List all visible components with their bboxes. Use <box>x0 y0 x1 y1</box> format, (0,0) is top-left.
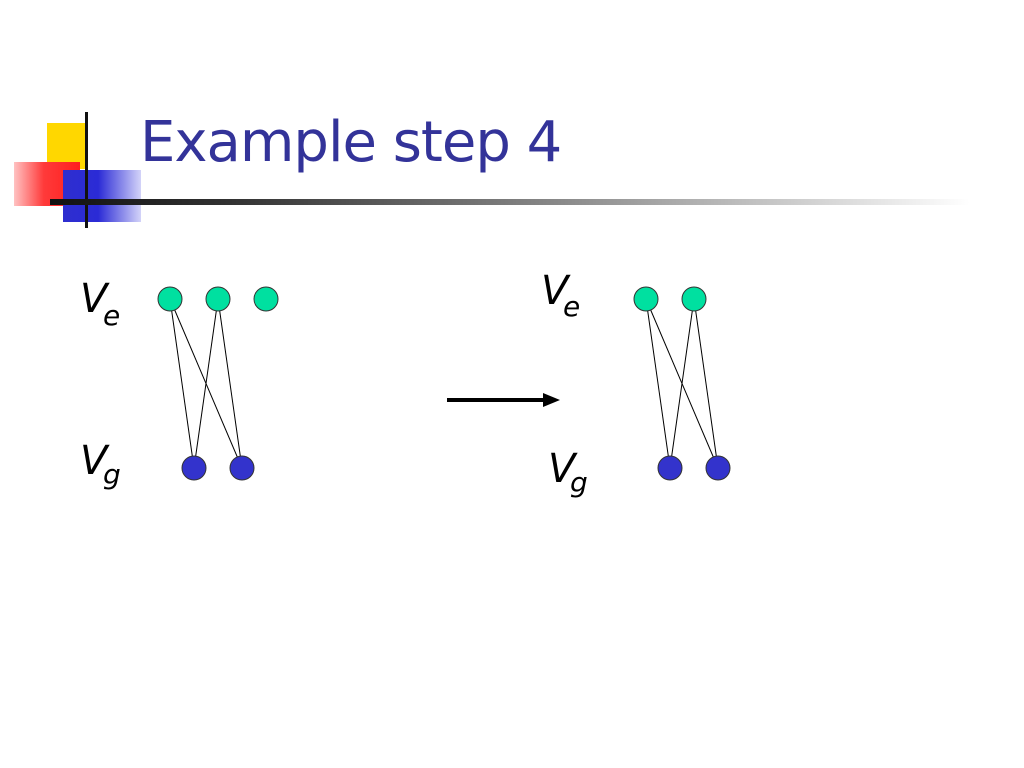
vg-node <box>657 455 683 481</box>
left-vg-subscript: g <box>103 458 121 491</box>
left-vg-label: V <box>80 438 110 484</box>
left-ve-nodes <box>157 286 279 312</box>
ve-node <box>253 286 279 312</box>
right-ve-subscript: e <box>563 290 580 323</box>
vg-node <box>705 455 731 481</box>
slide-title: Example step 4 <box>140 110 562 175</box>
edge <box>217 298 243 469</box>
left-ve-label: V <box>80 276 110 322</box>
ve-node <box>157 286 183 312</box>
left-ve-subscript: e <box>103 299 120 332</box>
title-decoration-blue-square <box>63 170 141 222</box>
left-graph-edges <box>169 298 243 469</box>
edge <box>193 298 219 469</box>
ve-node <box>681 286 707 312</box>
title-decoration-yellow-square <box>47 123 87 169</box>
edge <box>645 298 671 469</box>
edge <box>693 298 719 469</box>
ve-node <box>205 286 231 312</box>
right-vg-subscript: g <box>570 466 588 499</box>
vg-node <box>229 455 255 481</box>
right-ve-nodes <box>633 286 707 312</box>
right-vg-nodes <box>657 455 731 481</box>
title-decoration-vertical-line <box>85 112 88 228</box>
edge <box>669 298 695 469</box>
title-underline <box>50 199 970 205</box>
ve-node <box>633 286 659 312</box>
edge <box>169 298 195 469</box>
right-graph-edges <box>645 298 719 469</box>
vg-node <box>181 455 207 481</box>
transition-arrow <box>447 393 560 407</box>
left-vg-nodes <box>181 455 255 481</box>
right-vg-label: V <box>548 446 578 492</box>
right-ve-label: V <box>541 268 571 314</box>
